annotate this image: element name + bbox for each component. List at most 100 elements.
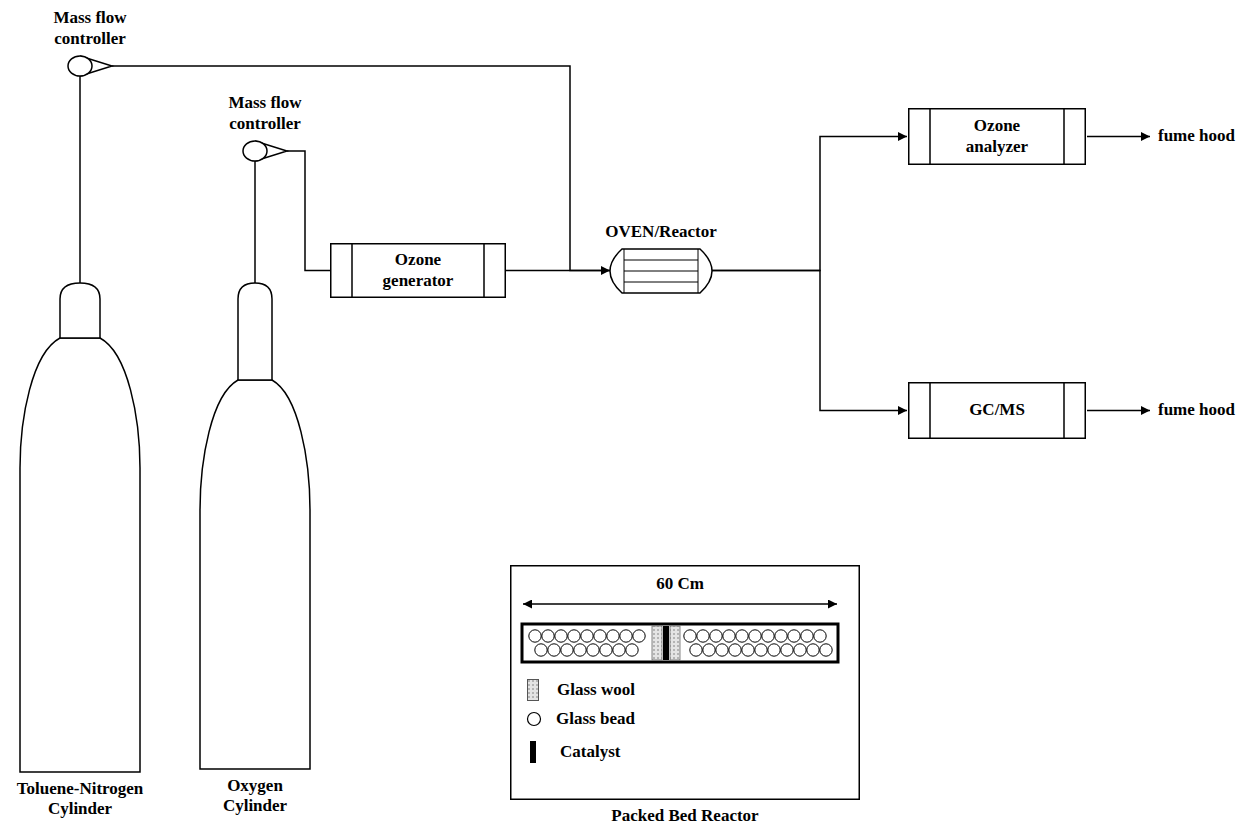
node-label: Ozone generator	[363, 250, 473, 291]
end-cap-line	[483, 244, 485, 298]
glass-bead	[710, 630, 722, 642]
node-label: OVEN/Reactor	[591, 222, 731, 242]
glass-bead	[633, 630, 645, 642]
glass-bead	[703, 644, 715, 656]
glass-bead	[594, 630, 606, 642]
glass-bead	[788, 630, 800, 642]
glass-bead	[529, 630, 541, 642]
glass-bead	[626, 644, 638, 656]
cylinder-body	[200, 380, 310, 769]
glass-bead	[794, 644, 806, 656]
legend-swatch	[527, 679, 539, 701]
glass-bead	[600, 644, 612, 656]
legend-item: Catalyst	[530, 741, 620, 763]
glass-bead	[742, 644, 754, 656]
glass-wool-plug	[670, 626, 680, 660]
reactor-line	[624, 281, 698, 282]
glass-wool-plug	[652, 626, 662, 660]
gas-line	[79, 76, 81, 283]
glass-bead-sample	[528, 713, 541, 726]
glass-bead	[568, 630, 580, 642]
legend-text: Glass bead	[556, 709, 635, 729]
exhaust-arrow	[1087, 136, 1150, 138]
glass-bead	[574, 644, 586, 656]
box-outline	[331, 244, 506, 298]
dimension-arrow	[523, 603, 837, 605]
gas-line	[254, 161, 256, 283]
valve-symbol	[243, 141, 267, 161]
reactor-outline	[610, 249, 712, 293]
glass-bead	[768, 644, 780, 656]
text-group: Oxygen Cylinder	[200, 776, 310, 817]
cylinder-neck	[60, 283, 100, 338]
gas-line	[112, 66, 610, 271]
text-group: Ozone analyzer	[942, 116, 1052, 157]
gas-line	[287, 151, 330, 271]
glass-bead	[581, 630, 593, 642]
glass-bead	[749, 630, 761, 642]
shape-outline	[243, 140, 287, 162]
end-cap-line	[929, 109, 931, 165]
legend-text: Glass wool	[557, 680, 635, 700]
end-cap-line	[929, 383, 931, 439]
glass-bead	[814, 630, 826, 642]
reactor-tube	[522, 624, 838, 662]
shape-outline	[20, 283, 140, 773]
end-cap-line	[1063, 109, 1065, 165]
legend-item: Glass bead	[526, 709, 635, 729]
glass-wool-sample	[528, 680, 539, 701]
text-group: Mass flow controller	[35, 8, 145, 49]
cylinder-body	[20, 338, 140, 772]
glass-bead	[690, 644, 702, 656]
outlet-label: fume hood	[1158, 126, 1235, 146]
legend-text: Catalyst	[560, 742, 620, 762]
valve-symbol	[68, 56, 92, 76]
outlet-label: fume hood	[1158, 400, 1235, 420]
gas-line	[712, 271, 907, 411]
node-label: Ozone analyzer	[942, 116, 1052, 157]
end-cap-line	[351, 244, 353, 298]
glass-bead	[755, 644, 767, 656]
legend-item: Glass wool	[527, 679, 635, 701]
glass-bead	[620, 630, 632, 642]
shape-outline	[610, 249, 712, 293]
legend-swatch	[530, 741, 536, 763]
glass-bead	[587, 644, 599, 656]
catalyst-bed	[663, 626, 669, 660]
dimension-label: 60 Cm	[630, 574, 730, 594]
node-label: Packed Bed Reactor	[535, 806, 835, 826]
glass-bead	[762, 630, 774, 642]
text-group: Ozone generator	[363, 250, 473, 291]
node-label: GC/MS	[942, 400, 1052, 420]
glass-bead	[801, 630, 813, 642]
exhaust-arrow	[1087, 410, 1150, 412]
text-group: OVEN/Reactor	[591, 222, 731, 242]
glass-bead	[807, 644, 819, 656]
legend-swatch	[526, 711, 542, 727]
legend-swatch-holder	[526, 711, 552, 727]
shape-outline	[200, 283, 310, 770]
glass-bead	[736, 630, 748, 642]
cylinder-neck	[238, 283, 272, 380]
node-label: Oxygen Cylinder	[200, 776, 310, 817]
glass-bead	[607, 630, 619, 642]
glass-bead	[542, 630, 554, 642]
box-outline	[909, 109, 1086, 165]
ozone-generator-box: Ozone generator	[330, 243, 506, 298]
glass-bead	[613, 644, 625, 656]
gcms-box: GC/MS	[908, 382, 1086, 439]
inset-border	[511, 566, 860, 800]
mass-flow-controller: Mass flow controller	[68, 55, 112, 77]
node-label: Mass flow controller	[210, 93, 320, 134]
glass-bead	[555, 630, 567, 642]
box-outline	[909, 383, 1086, 439]
text-group: GC/MS	[942, 400, 1052, 420]
glass-bead	[684, 630, 696, 642]
text-group: Packed Bed Reactor	[535, 806, 835, 826]
mass-flow-controller: Mass flow controller	[243, 140, 287, 162]
gas-cylinder: Toluene-Nitrogen Cylinder	[20, 283, 140, 773]
glass-bead	[697, 630, 709, 642]
legend-swatch-holder	[530, 741, 556, 763]
